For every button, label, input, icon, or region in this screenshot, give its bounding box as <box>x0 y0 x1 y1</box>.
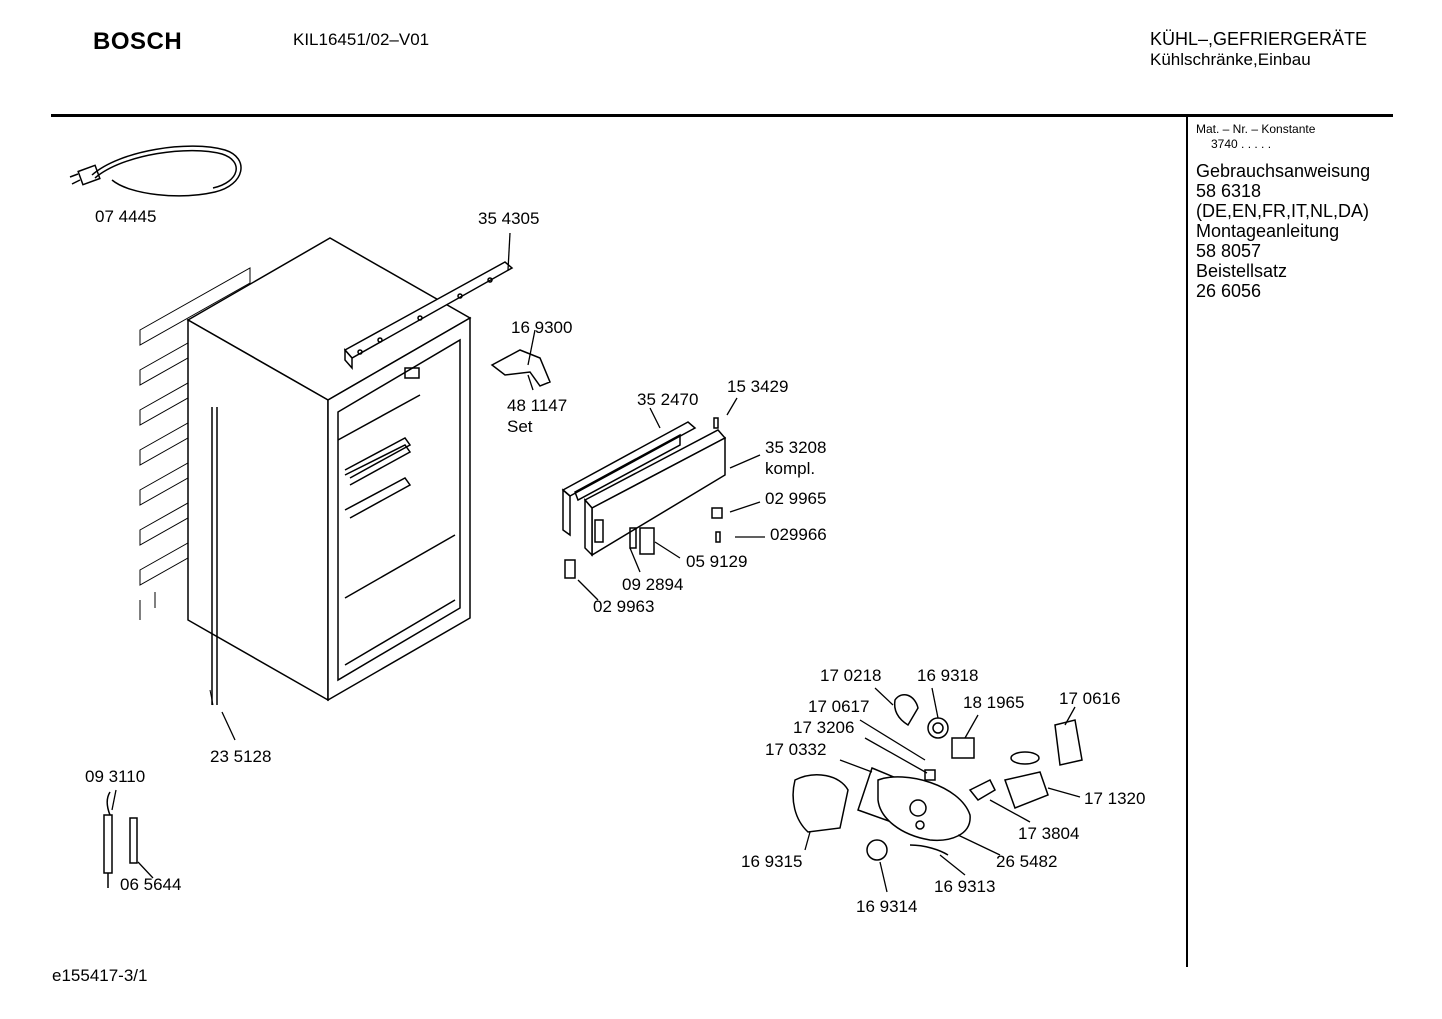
part-label: 15 3429 <box>727 377 789 396</box>
category-subtitle: Kühlschränke,Einbau <box>1150 50 1311 69</box>
document-code: e155417-3/1 <box>52 966 148 985</box>
part-label: 17 0218 <box>820 666 882 685</box>
sidebar-item: 58 8057 <box>1196 241 1262 261</box>
part-label: 16 9300 <box>511 318 573 337</box>
handle-part <box>639 527 655 555</box>
cover-part <box>564 559 576 579</box>
connector-part <box>404 367 420 379</box>
screw-part <box>715 531 721 543</box>
part-label: 17 0617 <box>808 697 870 716</box>
part-label: 09 2894 <box>622 575 684 594</box>
brand-logo: BOSCH <box>93 28 183 55</box>
header-divider <box>51 114 1393 117</box>
part-label: 35 2470 <box>637 390 699 409</box>
part-label: 029966 <box>770 525 827 544</box>
clip-part <box>711 507 723 519</box>
model-number: KIL16451/02–V01 <box>293 30 430 49</box>
sidebar-item: Gebrauchsanweisung <box>1196 161 1371 181</box>
part-label: 16 9313 <box>934 877 996 896</box>
hinge-rail-part <box>343 261 514 370</box>
part-label: 17 0332 <box>765 740 827 759</box>
part-label: 26 5482 <box>996 852 1058 871</box>
door-frame-part <box>561 421 697 537</box>
sidebar-item: Beistellsatz <box>1196 261 1288 281</box>
part-label: 48 1147 <box>507 396 568 415</box>
part-label-sub: kompl. <box>765 459 816 478</box>
power-cord-part <box>69 145 242 197</box>
sidebar-item: (DE,EN,FR,IT,NL,DA) <box>1196 201 1370 221</box>
category-title: KÜHL–,GEFRIERGERÄTE <box>1150 29 1368 49</box>
part-label: 35 4305 <box>478 209 540 228</box>
sidebar-divider <box>1186 116 1188 967</box>
part-label: 17 3804 <box>1018 824 1080 843</box>
part-label: 09 3110 <box>85 767 146 786</box>
lamp-housing-group <box>792 693 1083 861</box>
cabinet-body <box>186 237 472 705</box>
part-label: 16 9314 <box>856 897 918 916</box>
part-label: 35 3208 <box>765 438 827 457</box>
thermal-fuse-part <box>103 791 138 888</box>
part-label: 18 1965 <box>963 693 1025 712</box>
part-label: 17 0616 <box>1059 689 1121 708</box>
freezer-door-part <box>583 429 727 557</box>
hinge-pin-part <box>629 527 637 549</box>
part-label: 23 5128 <box>210 747 272 766</box>
part-label: 16 9318 <box>917 666 979 685</box>
part-label: 02 9963 <box>593 597 655 616</box>
sidebar-item: 26 6056 <box>1196 281 1262 301</box>
bracket-set-part <box>490 349 551 387</box>
part-label: 06 5644 <box>120 875 182 894</box>
part-label: 02 9965 <box>765 489 827 508</box>
part-label: 07 4445 <box>95 207 157 226</box>
part-label: 16 9315 <box>741 852 803 871</box>
part-label: 17 1320 <box>1084 789 1146 808</box>
part-label-sub: Set <box>507 417 533 436</box>
sidebar-item: Montageanleitung <box>1196 221 1340 241</box>
part-label: 05 9129 <box>686 552 748 571</box>
mat-number-label: Mat. – Nr. – Konstante <box>1196 122 1316 136</box>
leader-lines <box>111 232 1081 893</box>
sidebar-item: 58 6318 <box>1196 181 1262 201</box>
part-label: 17 3206 <box>793 718 855 737</box>
mat-number-value: 3740 . . . . . <box>1211 137 1272 151</box>
pin-part <box>713 417 719 429</box>
